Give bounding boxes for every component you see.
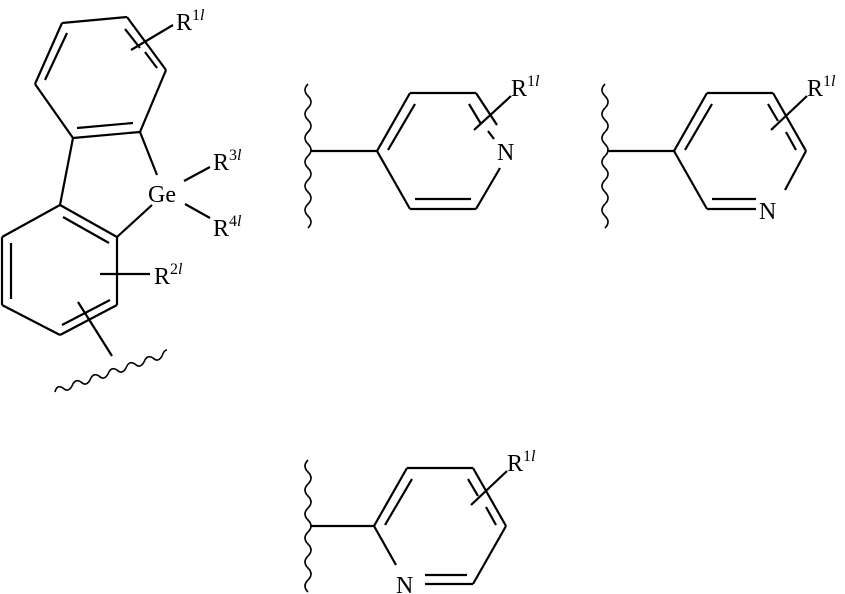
r1l-bond [473,95,512,131]
r3l-label: R3l [213,147,242,176]
upper-benzene-ring [33,15,168,140]
nitrogen-atom-label: N [759,199,776,225]
r1l-label: R1l [176,7,205,36]
wavy-attachment-icon [601,83,609,229]
germanium-atom-label: Ge [148,182,176,208]
wavy-attachment-icon [54,349,168,393]
pyridine-ring [373,466,507,586]
pyridine-ring [673,91,807,211]
nitrogen-atom-label: N [497,140,514,166]
r3l-bond [183,166,211,182]
r4l-label: R4l [213,213,242,242]
r1l-bond [770,95,808,131]
nitrogen-atom-label: N [396,573,413,594]
dibenzogermole-structure: R1l Ge R3l R4l [0,7,242,393]
r4l-bond [184,203,211,219]
pyridin-3-yl-structure: N R1l [601,73,836,229]
r1l-bond [130,24,174,51]
r1l-label: R1l [807,73,836,102]
r1l-label: R1l [511,73,540,102]
pyridin-4-yl-structure: N R1l [304,73,540,229]
pyridine-ring [376,91,501,211]
wavy-attachment-icon [304,83,312,229]
r1l-label: R1l [507,448,536,477]
r2l-label: R2l [154,261,183,290]
attachment-bond [77,301,113,357]
lower-benzene-ring [0,204,119,336]
r1l-bond [470,470,508,506]
pyridin-2-yl-structure: N R1l [304,448,536,594]
germole-ring [58,131,159,238]
